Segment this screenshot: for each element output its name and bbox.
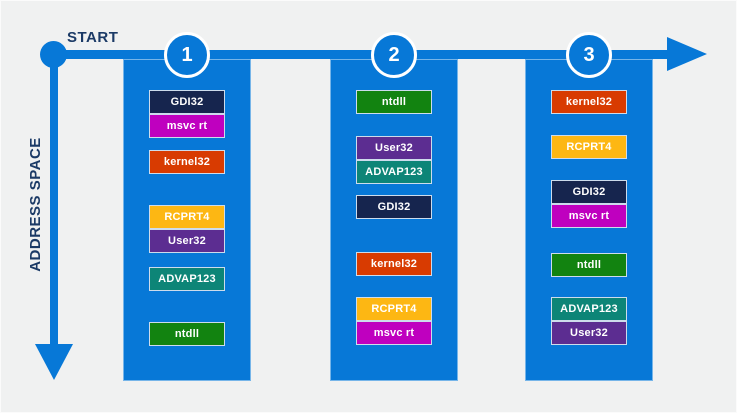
dll-block-user32: User32	[149, 229, 225, 253]
dll-block-ntdll: ntdll	[551, 253, 627, 277]
dll-block-msvc-rt: msvc rt	[356, 321, 432, 345]
dll-block-rcprt4: RCPRT4	[356, 297, 432, 321]
dll-block-gdi32: GDI32	[149, 90, 225, 114]
dll-block-advap123: ADVAP123	[551, 297, 627, 321]
dll-block-gdi32: GDI32	[551, 180, 627, 204]
step-badge-1: 1	[164, 32, 210, 78]
start-label: START	[67, 29, 119, 46]
dll-block-advap123: ADVAP123	[149, 267, 225, 291]
dll-block-gdi32: GDI32	[356, 195, 432, 219]
dll-block-rcprt4: RCPRT4	[149, 205, 225, 229]
dll-block-ntdll: ntdll	[356, 90, 432, 114]
dll-block-user32: User32	[551, 321, 627, 345]
dll-block-kernel32: kernel32	[356, 252, 432, 276]
dll-block-user32: User32	[356, 136, 432, 160]
dll-block-msvc-rt: msvc rt	[149, 114, 225, 138]
address-space-axis-line	[50, 55, 58, 345]
dll-block-kernel32: kernel32	[551, 90, 627, 114]
address-space-label: ADDRESS SPACE	[26, 136, 44, 272]
step-badge-2: 2	[371, 32, 417, 78]
step-badge-3: 3	[566, 32, 612, 78]
address-space-axis: ADDRESS SPACE	[19, 59, 51, 349]
dll-block-kernel32: kernel32	[149, 150, 225, 174]
address-space-arrowhead-icon	[35, 344, 73, 380]
dll-block-msvc-rt: msvc rt	[551, 204, 627, 228]
dll-block-rcprt4: RCPRT4	[551, 135, 627, 159]
timeline-arrowhead-icon	[667, 37, 707, 71]
dll-block-advap123: ADVAP123	[356, 160, 432, 184]
timeline-line	[54, 50, 669, 59]
dll-block-ntdll: ntdll	[149, 322, 225, 346]
